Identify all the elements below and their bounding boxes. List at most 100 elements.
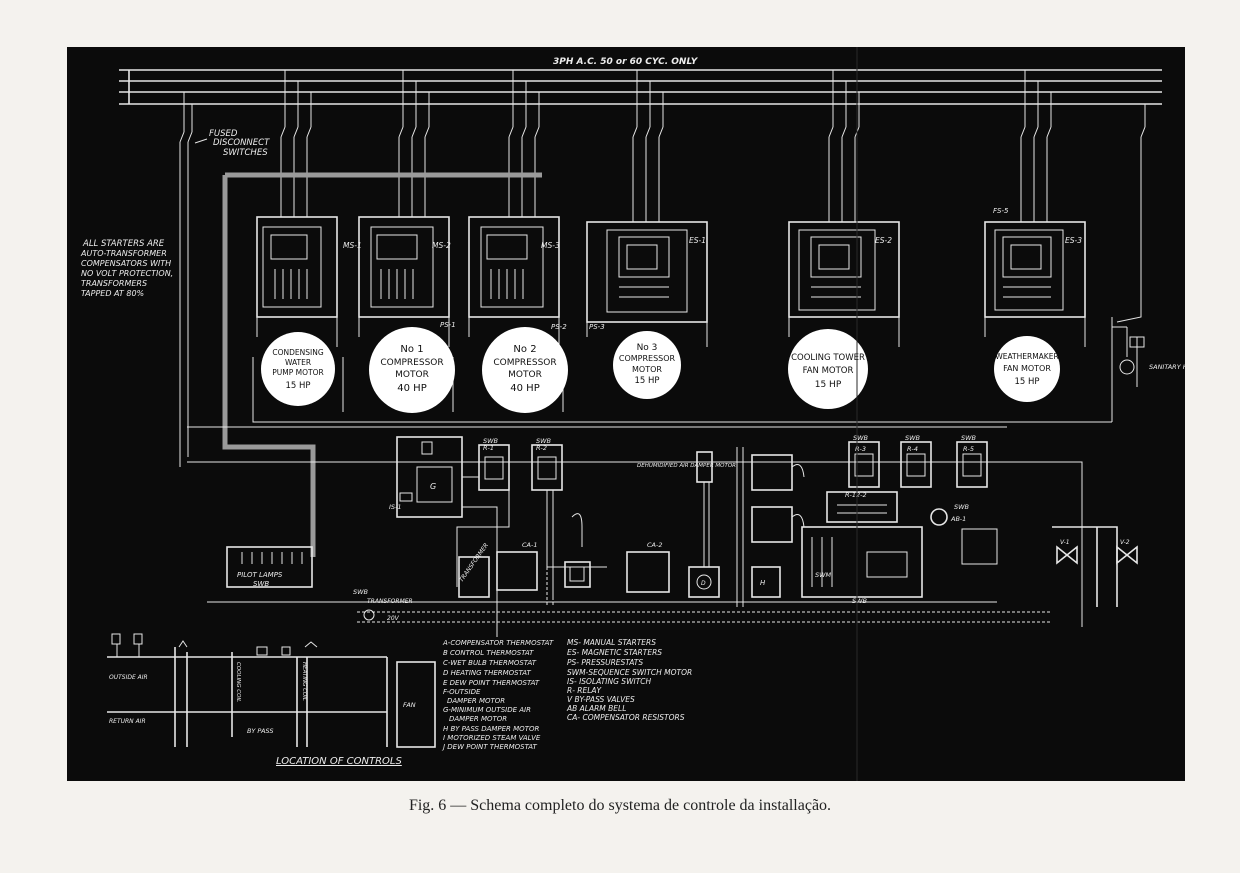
svg-text:I MOTORIZED STEAM VALVE: I MOTORIZED STEAM VALVE [443, 734, 541, 742]
motor-wiring [187, 317, 1127, 627]
svg-text:PUMP MOTOR: PUMP MOTOR [272, 368, 323, 377]
svg-text:15 HP: 15 HP [1014, 377, 1039, 387]
svg-text:IS-1: IS-1 [389, 503, 402, 511]
svg-text:G-MINIMUM OUTSIDE AIR: G-MINIMUM OUTSIDE AIR [443, 706, 531, 714]
svg-text:ES- MAGNETIC STARTERS: ES- MAGNETIC STARTERS [567, 648, 662, 657]
svg-text:SANITARY HOT WATER: SANITARY HOT WATER [1149, 363, 1185, 371]
relay-r2: R-2 SWB [531, 437, 563, 491]
ps1-tag: PS-1 [440, 321, 456, 329]
svg-text:R-2: R-2 [536, 444, 547, 452]
starter-es1: ES-1 [586, 221, 708, 323]
svg-text:AUTO-TRANSFORMER: AUTO-TRANSFORMER [80, 249, 167, 258]
dehumidified-damper-motor: DEHUMIDIFIED AIR DAMPER MOTOR [637, 451, 736, 567]
svg-text:H BY PASS DAMPER MOTOR: H BY PASS DAMPER MOTOR [443, 725, 539, 733]
ps2-tag: PS-2 [551, 323, 567, 331]
svg-text:40 HP: 40 HP [510, 383, 539, 394]
bus-drops [179, 70, 1146, 467]
svg-text:R-12-2: R-12-2 [845, 491, 867, 499]
supply-title: 3PH A.C. 50 or 60 CYC. ONLY [553, 57, 699, 67]
svg-text:G: G [430, 482, 436, 491]
svg-text:20V: 20V [387, 615, 400, 622]
figure-caption: Fig. 6 — Schema completo do systema de c… [408, 797, 832, 814]
svg-text:No 1: No 1 [400, 344, 423, 355]
relay-r12-2: R-12-2 [826, 491, 898, 523]
svg-text:B CONTROL THERMOSTAT: B CONTROL THERMOSTAT [443, 649, 534, 657]
control-panel-left: G IS-1 [389, 436, 463, 518]
motor-compressor-2: No 2 COMPRESSOR MOTOR 40 HP [482, 327, 568, 413]
alarm-bell-ab1: AB-1 SWB [930, 503, 998, 565]
svg-text:TAPPED AT 80%: TAPPED AT 80% [81, 289, 144, 298]
svg-text:MOTOR: MOTOR [632, 365, 662, 374]
motor-weathermaker-fan: WEATHERMAKER FAN MOTOR 15 HP [994, 336, 1060, 402]
svg-text:C-WET BULB THERMOSTAT: C-WET BULB THERMOSTAT [443, 659, 537, 667]
svg-text:FAN MOTOR: FAN MOTOR [803, 366, 854, 376]
svg-text:R-1: R-1 [483, 444, 494, 452]
svg-text:40 HP: 40 HP [397, 383, 426, 394]
svg-text:FAN MOTOR: FAN MOTOR [1003, 364, 1051, 373]
svg-text:CA-2: CA-2 [647, 541, 662, 549]
svg-text:TRANSFORMER: TRANSFORMER [458, 542, 490, 583]
svg-text:R-5: R-5 [963, 445, 974, 453]
svg-text:CA- COMPENSATOR RESISTORS: CA- COMPENSATOR RESISTORS [567, 713, 685, 722]
svg-text:CONDENSING: CONDENSING [272, 348, 323, 357]
fused-switches-label: FUSED DISCONNECT SWITCHES [194, 129, 270, 158]
svg-text:No 3: No 3 [637, 343, 658, 353]
svg-text:R- RELAY: R- RELAY [567, 686, 603, 695]
starter-ms1: MS-1 [256, 216, 362, 318]
svg-text:PILOT LAMPS: PILOT LAMPS [237, 571, 283, 579]
svg-text:MOTOR: MOTOR [508, 370, 542, 380]
svg-text:IS- ISOLATING SWITCH: IS- ISOLATING SWITCH [567, 677, 652, 686]
svg-text:SWB: SWB [905, 434, 921, 442]
svg-text:MS- MANUAL STARTERS: MS- MANUAL STARTERS [567, 638, 656, 647]
svg-text:15 HP: 15 HP [634, 376, 659, 386]
svg-text:PS- PRESSURESTATS: PS- PRESSURESTATS [567, 658, 643, 667]
legend-left: A-COMPENSATOR THERMOSTAT B CONTROL THERM… [441, 639, 554, 751]
motor-condensing-pump: CONDENSING WATER PUMP MOTOR 15 HP [261, 332, 335, 406]
svg-text:E DEW POINT THERMOSTAT: E DEW POINT THERMOSTAT [443, 679, 540, 687]
conduit-line [222, 172, 542, 557]
svg-text:COMPRESSOR: COMPRESSOR [380, 358, 443, 368]
svg-text:F-OUTSIDE: F-OUTSIDE [443, 688, 481, 696]
main-bus [119, 69, 1162, 105]
svg-text:SWB: SWB [852, 597, 868, 605]
svg-text:AB-1: AB-1 [950, 515, 966, 523]
svg-text:MS-2: MS-2 [432, 241, 451, 250]
svg-text:ES-1: ES-1 [689, 236, 706, 245]
svg-text:RETURN AIR: RETURN AIR [109, 718, 146, 725]
svg-text:LOCATION OF CONTROLS: LOCATION OF CONTROLS [276, 756, 402, 767]
svg-text:A-COMPENSATOR THERMOSTAT: A-COMPENSATOR THERMOSTAT [442, 639, 554, 647]
relay-r1: R-1 SWB [478, 437, 510, 491]
svg-text:CA-1: CA-1 [522, 541, 537, 549]
transformer-20v: SWB TRANSFORMER 20V [353, 588, 413, 622]
wiring-diagram: 3PH A.C. 50 or 60 CYC. ONLY FUSED DISCON… [80, 47, 1185, 781]
sanitary-hot-water: SANITARY HOT WATER [1119, 327, 1185, 387]
svg-text:SWB: SWB [253, 580, 269, 588]
svg-text:SWB: SWB [961, 434, 977, 442]
schematic-plate: 3PH A.C. 50 or 60 CYC. ONLY FUSED DISCON… [67, 47, 1185, 781]
compensator-ca2: CA-2 [626, 541, 670, 593]
svg-text:DAMPER MOTOR: DAMPER MOTOR [449, 715, 507, 723]
svg-text:D HEATING THERMOSTAT: D HEATING THERMOSTAT [443, 669, 532, 677]
thermostat-block-1 [564, 513, 591, 588]
svg-text:SWM: SWM [815, 571, 832, 579]
starter-note: ALL STARTERS ARE AUTO-TRANSFORMER COMPEN… [80, 239, 173, 298]
damper-motor-d: D [688, 566, 720, 598]
svg-text:15 HP: 15 HP [285, 381, 310, 391]
svg-text:SWM-SEQUENCE SWITCH MOTOR: SWM-SEQUENCE SWITCH MOTOR [567, 668, 692, 677]
svg-text:R-3: R-3 [855, 445, 866, 453]
relay-r3: SWB R-3 [848, 434, 880, 488]
svg-text:COMPENSATORS WITH: COMPENSATORS WITH [81, 259, 171, 268]
svg-text:TRANSFORMER: TRANSFORMER [367, 598, 413, 605]
svg-text:DEHUMIDIFIED AIR DAMPER MOTOR: DEHUMIDIFIED AIR DAMPER MOTOR [637, 463, 736, 469]
svg-text:SWITCHES: SWITCHES [223, 148, 268, 158]
starter-ms2: MS-2 [358, 216, 451, 318]
svg-text:No 2: No 2 [513, 344, 536, 355]
svg-text:SWB: SWB [853, 434, 869, 442]
bypass-valves: V-1 V-2 [1052, 526, 1138, 607]
svg-text:BY PASS: BY PASS [247, 727, 273, 735]
ps3-tag: PS-3 [589, 323, 605, 331]
control-cluster-center: H [736, 447, 805, 607]
svg-text:COMPRESSOR: COMPRESSOR [493, 358, 556, 368]
starter-ms3: MS-3 [468, 216, 560, 318]
svg-text:H: H [760, 579, 766, 587]
